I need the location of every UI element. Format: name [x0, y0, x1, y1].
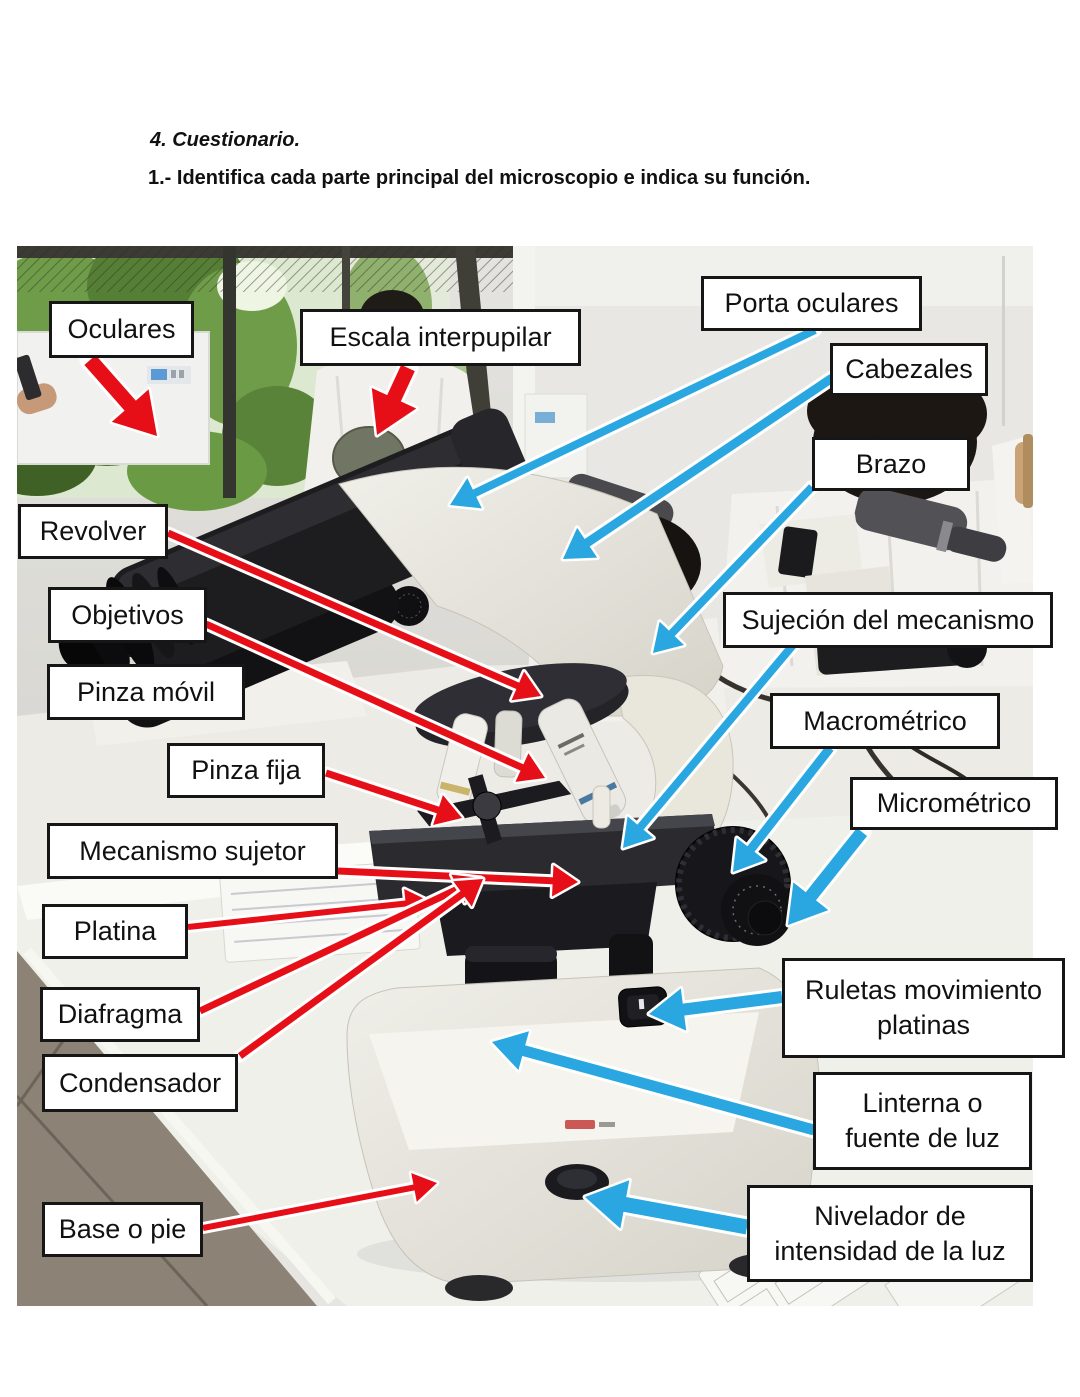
- label-micrometrico: Micrométrico: [850, 777, 1058, 830]
- label-platina: Platina: [42, 904, 188, 959]
- label-linterna-o-fuente-de-luz: Linterna o fuente de luz: [813, 1072, 1032, 1170]
- label-brazo: Brazo: [812, 437, 970, 491]
- label-porta-oculares: Porta oculares: [701, 276, 922, 331]
- section-heading: 4. Cuestionario.: [150, 129, 301, 151]
- left-hand-phone: [17, 354, 57, 415]
- label-escala-interpupilar: Escala interpupilar: [300, 309, 581, 366]
- label-pinza-fija: Pinza fija: [167, 743, 325, 798]
- foot: [445, 1275, 513, 1301]
- label-nivelador-de-intensidad: Nivelador de intensidad de la luz: [747, 1185, 1033, 1282]
- label-condensador: Condensador: [42, 1054, 238, 1112]
- label-oculares: Oculares: [49, 301, 194, 358]
- label-revolver: Revolver: [18, 504, 168, 559]
- tile-grout: [17, 1094, 209, 1306]
- label-mecanismo-sujetor: Mecanismo sujetor: [47, 823, 338, 879]
- label-sujecion-del-mecanismo: Sujeción del mecanismo: [723, 592, 1053, 648]
- label-ruletas-movimiento-platinas: Ruletas movimiento platinas: [782, 958, 1065, 1058]
- label-cabezales: Cabezales: [830, 343, 988, 396]
- brand-logo-text: [599, 1122, 615, 1127]
- wall-seam: [1002, 256, 1005, 426]
- brand-logo: [565, 1120, 595, 1129]
- label-pinza-movil: Pinza móvil: [47, 664, 245, 720]
- light-intensity-wheel: [545, 1164, 609, 1200]
- right-cabinet: [524, 393, 588, 479]
- label-diafragma: Diafragma: [40, 987, 200, 1042]
- power-switch: [618, 986, 669, 1028]
- label-base-o-pie: Base o pie: [42, 1202, 203, 1257]
- label-macrometrico: Macrométrico: [770, 693, 1000, 749]
- question-text: 1.- Identifica cada parte principal del …: [148, 167, 811, 189]
- label-objetivos: Objetivos: [48, 587, 207, 643]
